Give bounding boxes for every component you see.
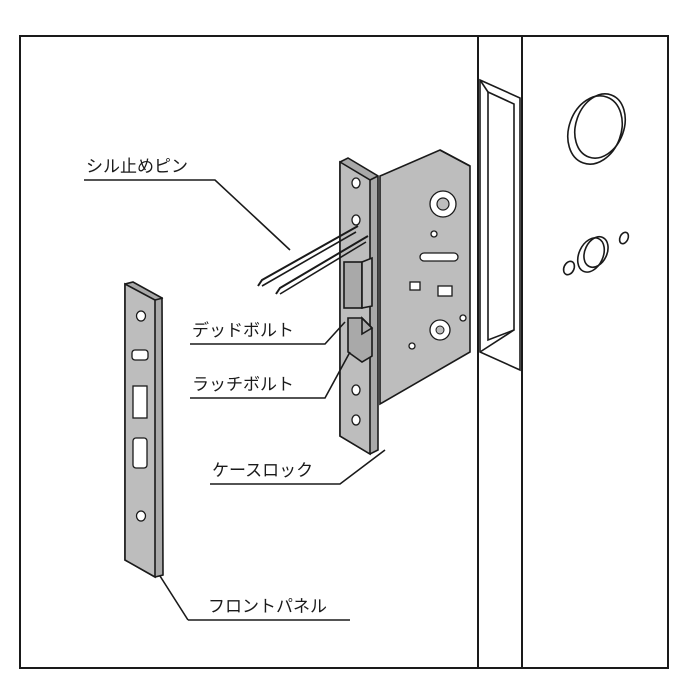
label-front-panel: フロントパネル <box>208 597 327 617</box>
latch-bolt <box>347 316 374 363</box>
label-latch-bolt: ラッチボルト <box>192 375 294 395</box>
leader-lines <box>84 179 386 621</box>
seal-pins <box>257 225 369 295</box>
front-panel <box>124 281 164 579</box>
lock-case-body <box>379 149 471 406</box>
door-frame <box>19 35 669 669</box>
label-deadbolt: デッドボルト <box>192 320 294 341</box>
cylinder-escutcheon-icon <box>562 231 630 276</box>
rosette-icon <box>566 93 627 165</box>
deadbolt <box>343 256 373 309</box>
label-seal-pin: シル止めピン <box>86 157 188 177</box>
mortise-pocket <box>479 78 521 372</box>
label-case-lock: ケースロック <box>212 461 313 481</box>
